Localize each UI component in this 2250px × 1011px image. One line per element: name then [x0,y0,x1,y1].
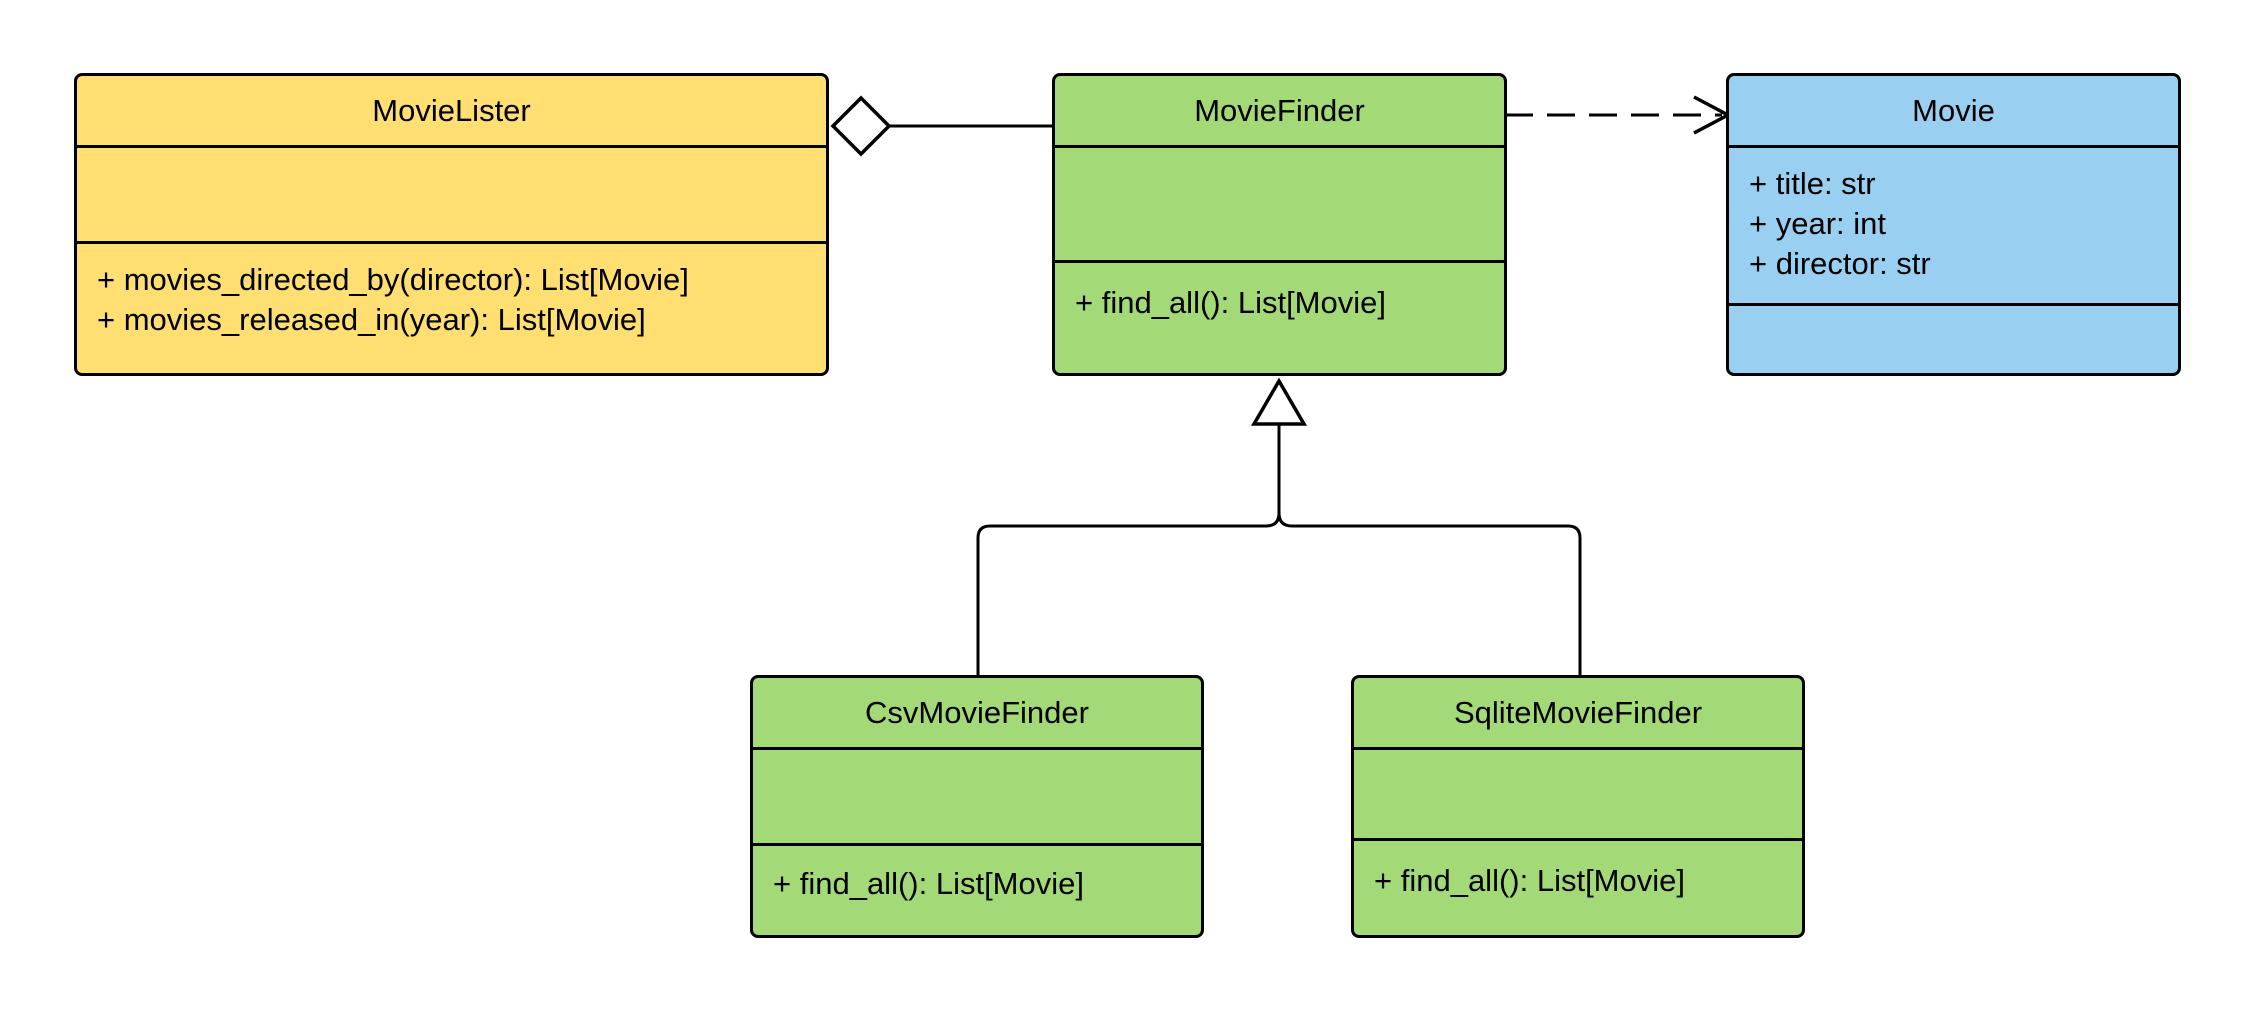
attributes-compartment: + title: str + year: int + director: str [1729,148,2178,306]
operations-compartment: + find_all(): List[Movie] [1354,841,1802,935]
aggregation-movielister-moviefinder [830,95,1054,157]
class-name: MovieLister [77,76,826,148]
operation-find-all: + find_all(): List[Movie] [1374,863,1685,898]
generalization-branch-sqlite [1277,512,1582,676]
attribute-director: + director: str [1749,246,1931,281]
dependency-moviefinder-movie [1505,95,1732,135]
attributes-compartment [1055,148,1504,263]
attributes-compartment [77,148,826,244]
aggregation-diamond [830,95,892,157]
class-movie[interactable]: Movie + title: str + year: int + directo… [1726,73,2181,376]
class-name: SqliteMovieFinder [1354,678,1802,750]
class-movie-finder[interactable]: MovieFinder + find_all(): List[Movie] [1052,73,1507,376]
operations-compartment: + find_all(): List[Movie] [753,846,1201,935]
attributes-compartment [753,750,1201,846]
generalization-branch-csv [976,424,1281,676]
class-movie-lister[interactable]: MovieLister + movies_directed_by(directo… [74,73,829,376]
class-sqlite-movie-finder[interactable]: SqliteMovieFinder + find_all(): List[Mov… [1351,675,1805,938]
operations-compartment [1729,306,2178,373]
operation-find-all: + find_all(): List[Movie] [1075,285,1386,320]
class-name: MovieFinder [1055,76,1504,148]
attributes-compartment [1354,750,1802,841]
generalization-triangle [1250,377,1308,426]
class-csv-movie-finder[interactable]: CsvMovieFinder + find_all(): List[Movie] [750,675,1204,938]
attribute-title: + title: str [1749,166,1876,201]
operations-compartment: + movies_directed_by(director): List[Mov… [77,244,826,373]
generalization-finders-moviefinder [976,377,1582,676]
class-name: CsvMovieFinder [753,678,1201,750]
class-name: Movie [1729,76,2178,148]
attribute-year: + year: int [1749,206,1886,241]
operation-movies-released-in: + movies_released_in(year): List[Movie] [97,302,646,337]
operation-movies-directed-by: + movies_directed_by(director): List[Mov… [97,262,689,297]
operations-compartment: + find_all(): List[Movie] [1055,263,1504,373]
operation-find-all: + find_all(): List[Movie] [773,866,1084,901]
